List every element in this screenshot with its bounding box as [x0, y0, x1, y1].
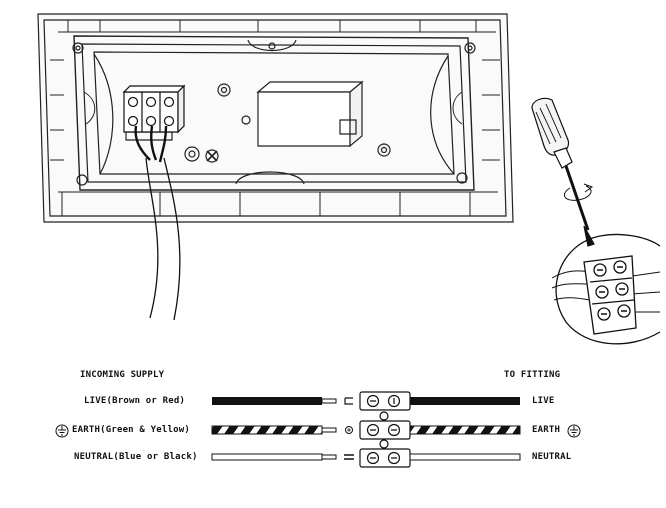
live-incoming-label: LIVE(Brown or Red): [84, 396, 186, 406]
neutral-incoming-label: NEUTRAL(Blue or Black): [74, 452, 198, 462]
screwdriver-icon: [531, 97, 595, 247]
earth-ground-icon: [55, 424, 69, 438]
luminaire-terminal-block: [122, 84, 186, 134]
live-code-icon: [344, 397, 353, 405]
detail-magnifier: [551, 233, 661, 345]
neutral-out-label: NEUTRAL: [532, 452, 572, 462]
terminal-block-icon: [359, 391, 411, 468]
earth-ground-icon-out: [567, 424, 581, 438]
live-out-label: LIVE: [532, 396, 555, 406]
to-fitting-label: TO FITTING: [504, 370, 561, 380]
earth-out-label: EARTH: [532, 425, 561, 435]
luminaire-base: [37, 13, 514, 223]
supply-wires: [134, 125, 181, 321]
incoming-supply-label: INCOMING SUPPLY: [80, 370, 165, 380]
earth-incoming-label: EARTH(Green & Yellow): [72, 425, 190, 435]
earth-code-icon: [345, 426, 353, 434]
neutral-code-icon: [344, 454, 354, 460]
wiring-schematic: [211, 391, 521, 468]
